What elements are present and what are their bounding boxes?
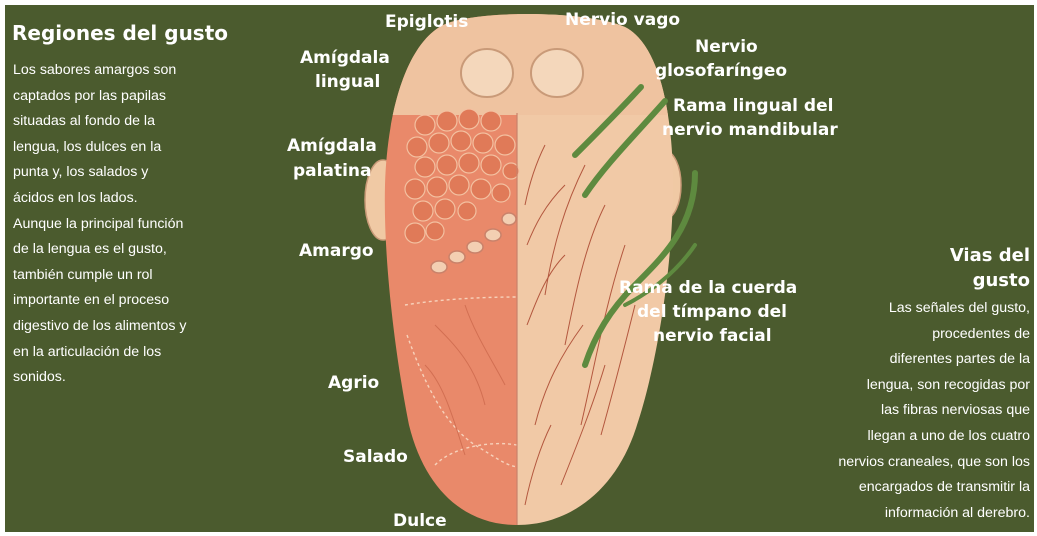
label-cuerda-timpano-3: nervio facial — [653, 325, 772, 348]
right-line: llegan a uno de los cuatro — [838, 424, 1030, 450]
label-amigdala-palatina-1: Amígdala — [287, 135, 377, 158]
label-dulce: Dulce — [393, 510, 447, 532]
left-line: importante en el proceso — [13, 288, 187, 314]
right-title-line1: Vias del — [950, 245, 1030, 266]
label-cuerda-timpano-2: del tímpano del — [637, 301, 787, 324]
right-line: encargados de transmitir la — [838, 475, 1030, 501]
label-salado: Salado — [343, 446, 408, 469]
left-paragraph: Los sabores amargos son captados por las… — [13, 58, 187, 391]
label-nervio-vago: Nervio vago — [565, 9, 680, 32]
label-agrio: Agrio — [328, 372, 379, 395]
left-line: Los sabores amargos son — [13, 58, 187, 84]
epiglottis-right — [531, 49, 583, 97]
right-line: las fibras nerviosas que — [838, 398, 1030, 424]
label-amigdala-palatina-2: palatina — [293, 160, 371, 183]
label-rama-lingual-1: Rama lingual del — [673, 95, 833, 118]
left-line: punta y, los salados y — [13, 160, 187, 186]
right-line: procedentes de — [838, 322, 1030, 348]
label-cuerda-timpano-1: Rama de la cuerda — [619, 277, 797, 300]
left-line: Aunque la principal función — [13, 212, 187, 238]
label-amigdala-lingual-2: lingual — [315, 71, 380, 94]
right-line: lengua, son recogidas por — [838, 373, 1030, 399]
right-line: diferentes partes de la — [838, 347, 1030, 373]
label-amigdala-lingual-1: Amígdala — [300, 47, 390, 70]
right-line: nervios craneales, que son los — [838, 450, 1030, 476]
left-line: también cumple un rol — [13, 263, 187, 289]
left-line: ácidos en los lados. — [13, 186, 187, 212]
left-line: captados por las papilas — [13, 84, 187, 110]
left-line: digestivo de los alimentos y — [13, 314, 187, 340]
right-title-line2: gusto — [973, 270, 1030, 291]
left-line: lengua, los dulces en la — [13, 135, 187, 161]
left-title: Regiones del gusto — [12, 21, 228, 45]
label-rama-lingual-2: nervio mandibular — [662, 119, 838, 142]
left-line: de la lengua es el gusto, — [13, 237, 187, 263]
epiglottis-left — [461, 49, 513, 97]
label-amargo: Amargo — [299, 240, 374, 263]
left-line: situadas al fondo de la — [13, 109, 187, 135]
infographic-panel: Regiones del gusto Los sabores amargos s… — [5, 5, 1034, 532]
right-line: Las señales del gusto, — [838, 296, 1030, 322]
right-line: información al derebro. — [838, 501, 1030, 527]
right-paragraph: Las señales del gusto, procedentes de di… — [838, 296, 1030, 526]
label-nervio-glosofaringeo-2: glosofaríngeo — [655, 60, 787, 83]
label-epiglotis: Epiglotis — [385, 11, 468, 34]
label-nervio-glosofaringeo-1: Nervio — [695, 36, 758, 59]
left-line: en la articulación de los — [13, 340, 187, 366]
left-line: sonidos. — [13, 365, 187, 391]
